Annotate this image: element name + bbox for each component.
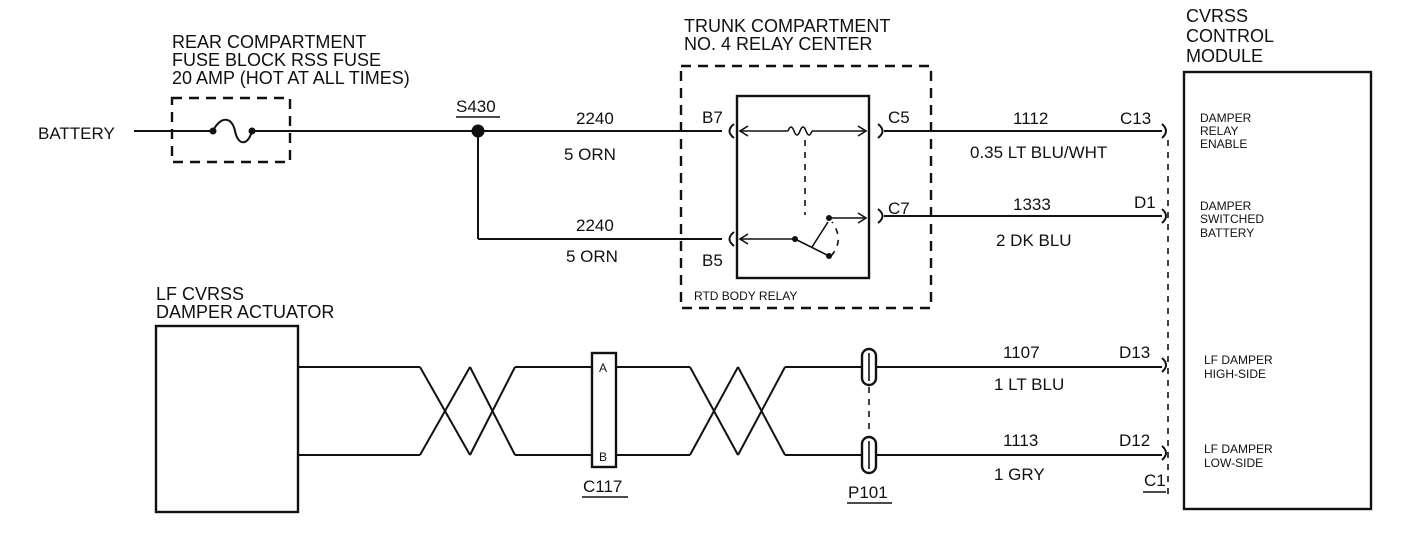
pin-d13-label: D13 bbox=[1119, 343, 1150, 362]
rtd-body-relay-box bbox=[735, 94, 871, 280]
connector-c117-pin-b: B bbox=[599, 450, 607, 464]
relay-center: TRUNK COMPARTMENT NO. 4 RELAY CENTER RTD… bbox=[679, 16, 933, 310]
splice-s430: S430 bbox=[290, 97, 722, 240]
relay-switch bbox=[738, 212, 868, 259]
fuse-block-title-line1: REAR COMPARTMENT bbox=[172, 32, 366, 52]
connector-c117-body bbox=[590, 351, 618, 469]
pin-d12-arc bbox=[1161, 445, 1167, 461]
fuse-block-title-line3: 20 AMP (HOT AT ALL TIMES) bbox=[172, 68, 410, 88]
wire-1333-circuit: 1333 bbox=[1013, 195, 1051, 214]
control-module: CVRSS CONTROL MODULE C13 D1 D13 D12 C1 D… bbox=[1119, 6, 1373, 511]
splice-label: S430 bbox=[456, 97, 496, 116]
pin-c5-label: C5 bbox=[888, 108, 910, 127]
actuator-title-line2: DAMPER ACTUATOR bbox=[156, 302, 334, 322]
pin-b5-arc bbox=[728, 231, 735, 247]
twisted-pair-left bbox=[298, 366, 592, 456]
module-outline bbox=[1182, 70, 1373, 511]
actuator-box bbox=[154, 324, 300, 514]
pin-b7-label: B7 bbox=[702, 108, 723, 127]
wire-2240-bottom-color: 5 ORN bbox=[566, 247, 618, 266]
twisted-pair-right bbox=[616, 366, 862, 456]
wire-2240-top-circuit: 2240 bbox=[576, 109, 614, 128]
module-title-line2: CONTROL bbox=[1186, 26, 1274, 46]
wire-2240-bottom-circuit: 2240 bbox=[576, 216, 614, 235]
wire-2240-top-color: 5 ORN bbox=[564, 145, 616, 164]
connector-p101: P101 bbox=[847, 347, 892, 504]
connector-c117: A B C117 bbox=[582, 351, 628, 498]
connector-c117-pin-a: A bbox=[599, 361, 607, 375]
pin-d13-arc bbox=[1161, 357, 1167, 373]
pin-b7-arc bbox=[728, 123, 735, 139]
module-title-line3: MODULE bbox=[1186, 46, 1263, 66]
module-title-line1: CVRSS bbox=[1186, 6, 1248, 26]
lf-damper-actuator: LF CVRSS DAMPER ACTUATOR bbox=[154, 284, 334, 514]
actuator-title-line1: LF CVRSS bbox=[156, 284, 244, 304]
pin-c13-arc bbox=[1161, 123, 1167, 139]
wire-1107-color: 1 LT BLU bbox=[994, 375, 1064, 394]
wire-1112-circuit: 1112 bbox=[1013, 109, 1048, 128]
terminal-d13-desc-1: LF DAMPER bbox=[1204, 353, 1273, 367]
pin-d1-label: D1 bbox=[1134, 193, 1156, 212]
relay-name: RTD BODY RELAY bbox=[694, 289, 797, 303]
terminal-c13-desc-2: RELAY bbox=[1200, 124, 1238, 138]
relay-coil bbox=[738, 125, 868, 215]
relay-center-title-line2: NO. 4 RELAY CENTER bbox=[684, 34, 872, 54]
pin-c13-label: C13 bbox=[1120, 109, 1151, 128]
wire-1113-color: 1 GRY bbox=[994, 465, 1045, 484]
terminal-c13-desc-3: ENABLE bbox=[1200, 137, 1247, 151]
fuse-icon bbox=[172, 118, 290, 144]
terminal-d1-desc-1: DAMPER bbox=[1200, 199, 1252, 213]
wire-1113-circuit: 1113 bbox=[1003, 431, 1038, 450]
terminal-d12-desc-2: LOW-SIDE bbox=[1204, 456, 1263, 470]
fuse-block: REAR COMPARTMENT FUSE BLOCK RSS FUSE 20 … bbox=[170, 32, 410, 164]
wire-1107-circuit: 1107 bbox=[1003, 343, 1040, 362]
pin-c7-arc bbox=[877, 208, 884, 224]
relay-center-title-line1: TRUNK COMPARTMENT bbox=[684, 16, 890, 36]
terminal-d12-desc-1: LF DAMPER bbox=[1204, 442, 1273, 456]
terminal-d1-desc-2: SWITCHED bbox=[1200, 212, 1264, 226]
relay-center-outline bbox=[679, 64, 933, 310]
connector-c1-label: C1 bbox=[1144, 471, 1166, 490]
terminal-c13-desc-1: DAMPER bbox=[1200, 111, 1252, 125]
pin-d12-label: D12 bbox=[1119, 431, 1150, 450]
pin-c5-arc bbox=[877, 123, 884, 139]
terminal-d1-desc-3: BATTERY bbox=[1200, 226, 1254, 240]
battery-label: BATTERY bbox=[38, 124, 115, 143]
pin-b5-label: B5 bbox=[702, 251, 723, 270]
terminal-d13-desc-2: HIGH-SIDE bbox=[1204, 367, 1266, 381]
pin-d1-arc bbox=[1161, 208, 1167, 224]
pin-c7-label: C7 bbox=[888, 199, 910, 218]
connector-p101-label: P101 bbox=[848, 483, 888, 502]
connector-c117-label: C117 bbox=[583, 477, 622, 496]
wire-1333-color: 2 DK BLU bbox=[996, 231, 1072, 250]
fuse-block-title-line2: FUSE BLOCK RSS FUSE bbox=[172, 50, 381, 70]
wire-1112-color: 0.35 LT BLU/WHT bbox=[970, 143, 1107, 162]
